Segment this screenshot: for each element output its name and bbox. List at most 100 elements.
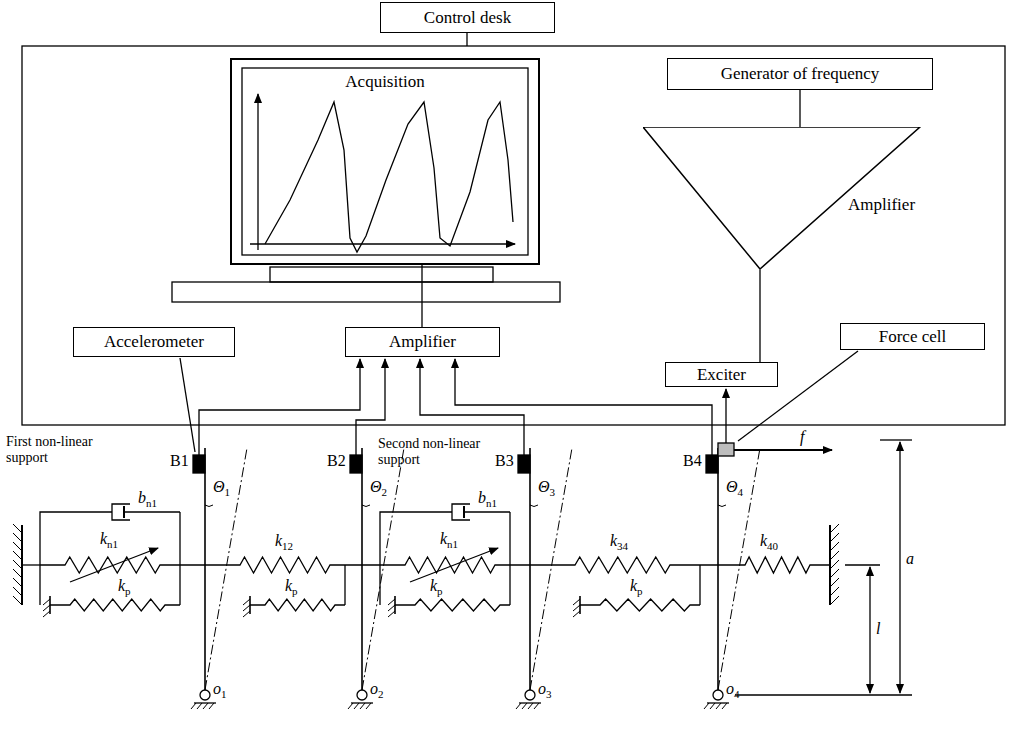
wall-hatch (830, 596, 839, 605)
dimension-line (869, 567, 870, 693)
displaced-pendulum (718, 448, 760, 690)
damper-symbol (463, 506, 465, 518)
wall-hatch (13, 587, 22, 596)
triangle-outline (643, 127, 920, 269)
monitor-stand (270, 267, 493, 282)
wall-hatch (830, 551, 839, 560)
graph-axis (250, 243, 515, 244)
accelerometer-box: Accelerometer (73, 327, 235, 357)
pivot-hatch (197, 703, 202, 709)
symbol-label: o2 (370, 680, 384, 700)
symbol-label: B2 (327, 452, 346, 470)
pivot-hatch (360, 703, 365, 709)
damper-symbol (123, 506, 125, 518)
pivot-hatch (522, 703, 527, 709)
wall-hatch (13, 578, 22, 587)
displaced-pendulum (362, 448, 404, 690)
angle-arc (362, 505, 370, 507)
exciter-box: Exciter (665, 362, 778, 387)
wall-hatch (13, 560, 22, 569)
pivot-hatch (722, 703, 727, 709)
symbol-label: bn1 (138, 489, 157, 509)
desk-link (466, 33, 467, 46)
spring-symbol (50, 599, 180, 611)
box-label: Acquisition (232, 72, 538, 92)
wall (21, 525, 23, 605)
support-label: First non-linear support (6, 434, 124, 466)
force-cell-box: Force cell (840, 323, 985, 350)
wall-hatch (830, 524, 839, 533)
wall-hatch (830, 560, 839, 569)
support-frame (40, 512, 112, 605)
symbol-label: B1 (170, 452, 189, 470)
wall-hatch (13, 542, 22, 551)
link (344, 565, 345, 605)
symbol-label: kp (630, 577, 643, 597)
ground-hatch (243, 605, 250, 611)
wall-hatch (830, 578, 839, 587)
symbol-label: o1 (213, 680, 227, 700)
control-frame (22, 46, 1005, 425)
spring-symbol (380, 557, 530, 573)
pivot-hatch (209, 703, 214, 709)
symbol-label: k34 (610, 532, 628, 552)
ground-hatch (43, 611, 50, 617)
wall-hatch (13, 551, 22, 560)
symbol-label: l (876, 620, 880, 638)
pivot-ground (519, 702, 541, 703)
monitor: Acquisition (230, 58, 540, 265)
pivot-hatch (716, 703, 721, 709)
box-label: Amplifier (848, 195, 915, 215)
pivot-hatch (528, 703, 533, 709)
symbol-label: Θ2 (370, 478, 387, 498)
spring-symbol (22, 564, 40, 565)
symbol-label: B4 (683, 452, 702, 470)
ground-hatch (388, 599, 395, 605)
wall-hatch (13, 569, 22, 578)
box-label: Control desk (424, 8, 511, 28)
displaced-pendulum (205, 448, 247, 690)
generator-box: Generator of frequency (667, 58, 933, 90)
pendulum (361, 448, 363, 690)
pivot-hatch (534, 703, 539, 709)
symbol-label: k12 (275, 532, 293, 552)
accelerometer-sensor (193, 455, 205, 473)
spring-symbol (718, 557, 830, 573)
ground-hatch (388, 605, 395, 611)
ground-hatch (573, 611, 580, 617)
box-label: Generator of frequency (721, 64, 880, 84)
wall-hatch (13, 596, 22, 605)
wall-hatch (830, 533, 839, 542)
pivot-hatch (366, 703, 371, 709)
accelerometer-sensor (518, 455, 530, 473)
dimension-line (899, 442, 900, 693)
wall-hatch (830, 542, 839, 551)
pivot (525, 690, 535, 700)
connector (421, 265, 422, 327)
dimension-tick (845, 564, 880, 565)
support-label: Second non-linear support (378, 436, 496, 468)
wall-hatch (13, 533, 22, 542)
symbol-label: kp (285, 577, 298, 597)
accelerometer-sensor (706, 455, 718, 473)
box-label: Force cell (879, 327, 947, 347)
symbol-label: kn1 (100, 530, 118, 550)
force-signal (725, 389, 726, 443)
pivot-hatch (704, 703, 709, 709)
damper-symbol (112, 504, 130, 520)
spring-symbol (205, 557, 380, 573)
support-frame (509, 512, 510, 605)
computer-base (172, 282, 560, 302)
amplifier-box: Amplifier (345, 327, 500, 357)
box-label: Exciter (697, 365, 746, 385)
damper-symbol (452, 504, 470, 520)
symbol-label: f (800, 428, 804, 446)
angle-arc (718, 505, 726, 507)
pivot (713, 690, 723, 700)
damper-rod (464, 511, 510, 512)
pivot-hatch (203, 703, 208, 709)
symbol-label: k40 (760, 532, 778, 552)
symbol-label: kp (430, 577, 443, 597)
box-label: Amplifier (389, 332, 456, 352)
